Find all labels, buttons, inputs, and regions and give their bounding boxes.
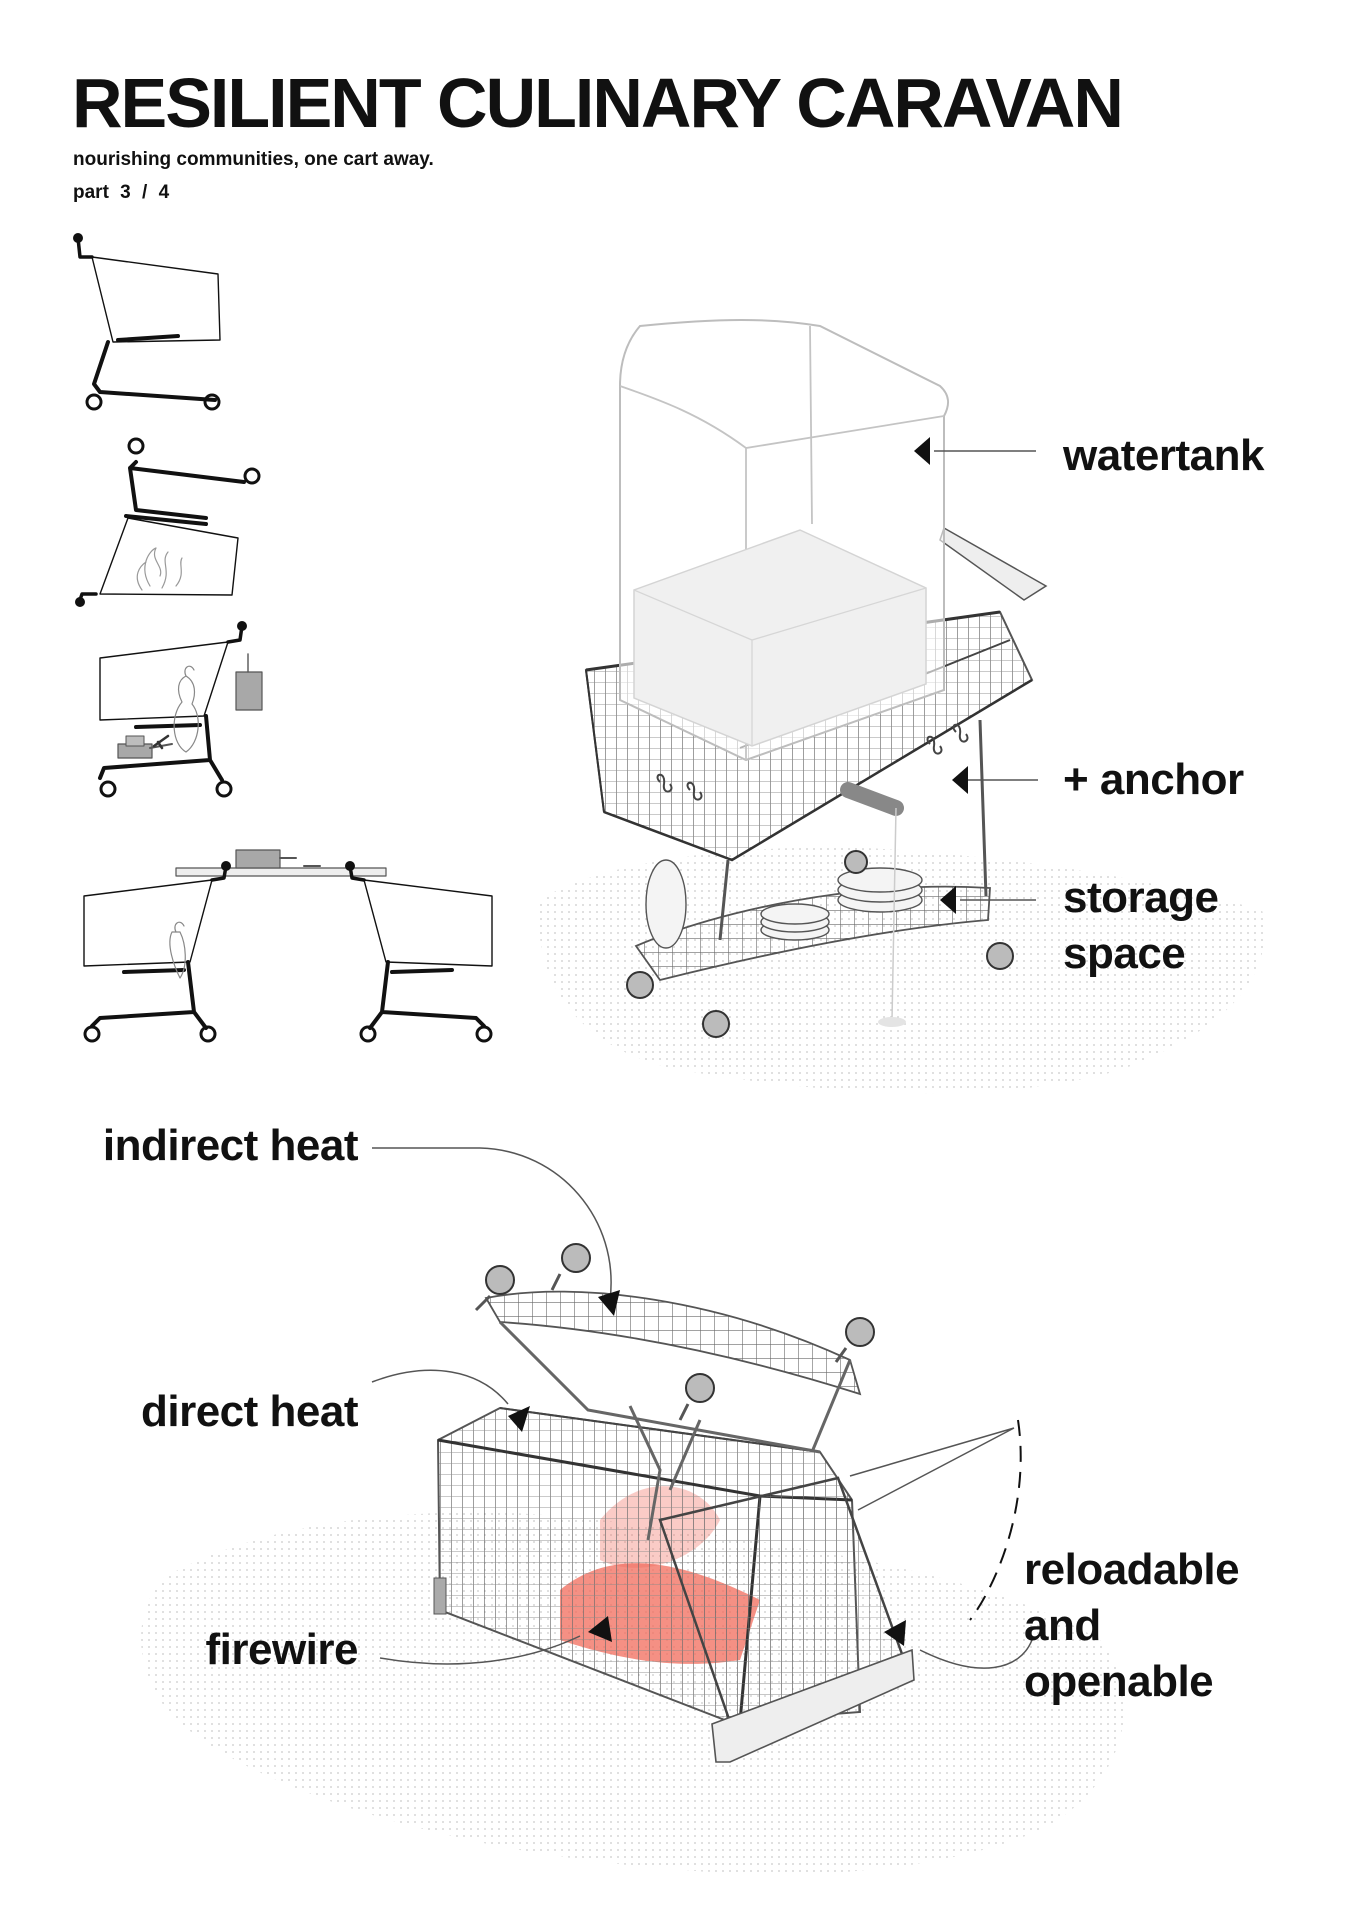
watertank-water-level [633, 529, 927, 747]
anchor-hooks [656, 723, 969, 801]
label-reloadable-line-2: and [1024, 1601, 1101, 1650]
label-indirect-heat: indirect heat [102, 1121, 359, 1170]
label-reloadable-line-1: reloadable [1024, 1545, 1240, 1594]
anchor-rod [840, 782, 904, 816]
label-direct-heat: direct heat [140, 1387, 359, 1436]
cart-with-watertank [539, 319, 1265, 1094]
label-anchor: + anchor [1063, 755, 1244, 804]
label-watertank: watertank [1063, 431, 1264, 480]
label-storage-line-2: space [1063, 929, 1186, 978]
inverted-chassis [484, 1290, 862, 1396]
grill-handle-bar [711, 1648, 915, 1763]
sketch-cart-upright [73, 233, 221, 411]
part-indicator: part 3 / 4 [73, 182, 170, 203]
upturned-wheels [485, 1243, 875, 1403]
cart-handle [939, 526, 1048, 601]
cart-wheels [626, 850, 1014, 1038]
overturned-cart-grill [141, 1243, 1125, 1874]
sketch-carts-table-setup [83, 849, 493, 1043]
label-storage-line-1: storage [1063, 873, 1219, 922]
upper-arrowheads [914, 437, 968, 914]
label-reloadable-line-3: openable [1024, 1657, 1214, 1706]
lower-arrowheads [508, 1290, 906, 1646]
lower-leader-lines [371, 1147, 1033, 1669]
label-reloadable-openable: reloadable and openable [1024, 1542, 1240, 1710]
sketch-cart-inverted [75, 437, 261, 607]
label-storage-space: storage space [1063, 870, 1219, 982]
poster-title: RESILIENT CULINARY CARAVAN [72, 64, 1124, 142]
stacked-plates [645, 859, 923, 949]
sketch-cart-with-pots [98, 621, 263, 798]
upper-leader-lines [934, 450, 1038, 901]
label-firewire: firewire [205, 1625, 358, 1674]
poster-subtitle: nourishing communities, one cart away. [73, 149, 434, 170]
